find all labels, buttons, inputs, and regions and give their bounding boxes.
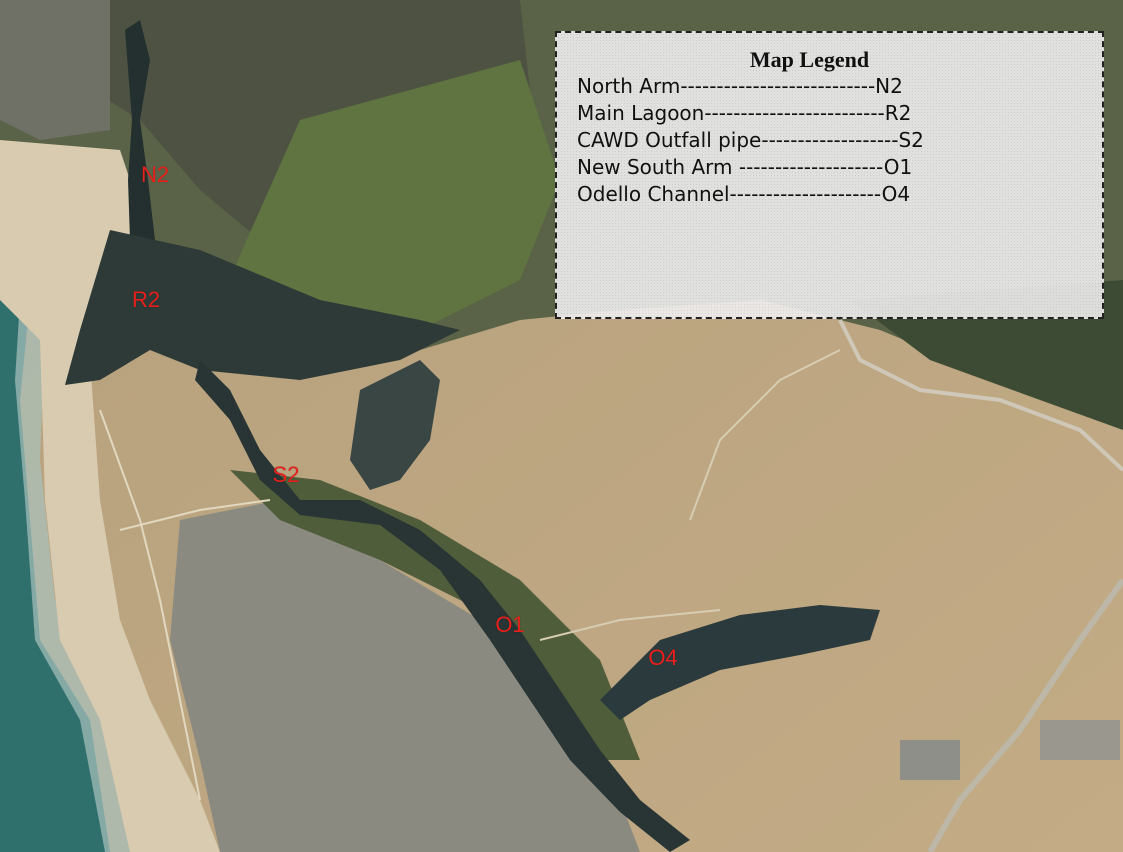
legend-item-main-lagoon: Main Lagoon-------------------------R2 (577, 101, 912, 125)
road (838, 319, 1123, 472)
trail (99, 409, 201, 801)
map-label-s2: S2 (272, 462, 300, 487)
scrub-strip (230, 470, 640, 760)
wetland-green (220, 60, 560, 330)
main-lagoon (65, 230, 460, 385)
north-arm-channel (125, 20, 155, 240)
map-label-n2: N2 (140, 162, 170, 187)
legend-item-cawd-outfall: CAWD Outfall pipe-------------------S2 (577, 128, 924, 152)
trail-2 (119, 499, 271, 531)
legend-item-new-south-arm: New South Arm --------------------O1 (577, 155, 913, 179)
beach (0, 140, 220, 852)
neighborhood-upper (0, 0, 110, 140)
map-label-o4: O4 (648, 645, 678, 670)
trail-3 (689, 349, 841, 521)
odello-channel-water (600, 605, 880, 720)
trail-4 (539, 609, 721, 641)
building-cluster-2 (1040, 720, 1120, 760)
side-pond (350, 360, 440, 490)
legend-item-odello-channel: Odello Channel---------------------O4 (577, 182, 911, 206)
highway (927, 578, 1123, 852)
building-cluster (900, 740, 960, 780)
map-label-o1: O1 (495, 612, 525, 637)
legend-item-north-arm: North Arm---------------------------N2 (577, 74, 903, 98)
residential-area (170, 500, 640, 852)
legend-title: Map Legend (749, 47, 870, 72)
legend-list: North Arm---------------------------N2 M… (557, 73, 1102, 208)
map-label-r2: R2 (131, 287, 161, 312)
map-legend: Map Legend North Arm--------------------… (555, 31, 1104, 319)
lagoon-channel (195, 360, 690, 852)
